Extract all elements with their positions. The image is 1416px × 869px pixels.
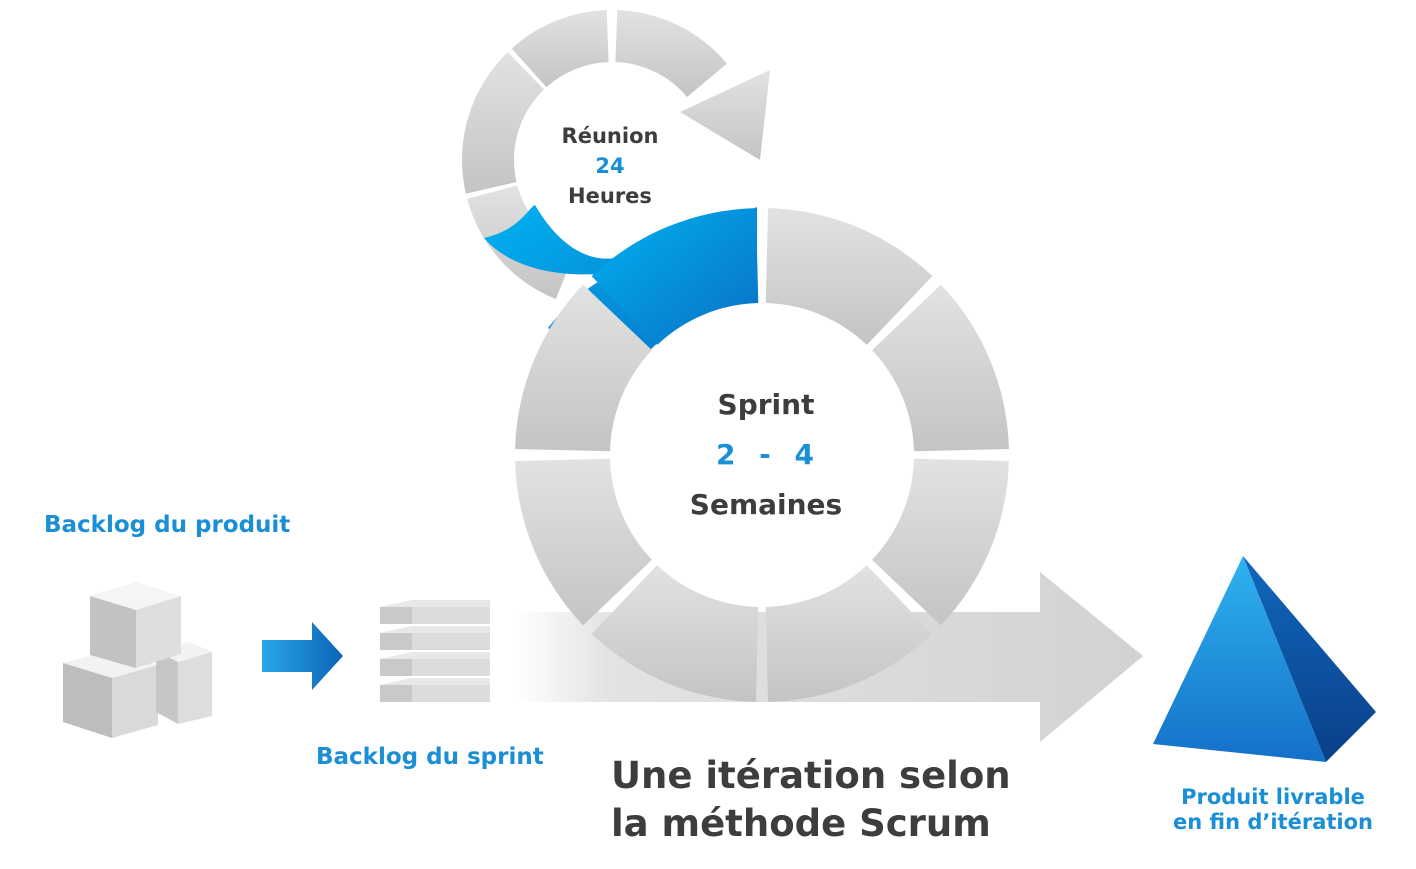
diagram-title-line2: la méthode Scrum: [611, 802, 991, 845]
sprint-backlog-label: Backlog du sprint: [316, 744, 544, 770]
deliverable-line2: en fin d’itération: [1173, 810, 1373, 834]
deliverable-label: Produit livrable en fin d’itération: [1173, 785, 1373, 835]
sprint-segment: [765, 565, 933, 702]
sprint-cycle: [484, 205, 1009, 702]
sprint-segment: [515, 458, 652, 626]
sprint-segment: [765, 208, 933, 345]
daily-segment: [615, 10, 727, 98]
sprint-segment-active: [591, 208, 759, 345]
daily-meeting-line2: Heures: [568, 184, 652, 208]
slab-stack-icon: [380, 600, 490, 702]
cube-stack-icon: [63, 582, 212, 738]
daily-meeting-line1: Réunion: [561, 124, 659, 148]
daily-segment: [511, 10, 609, 88]
daily-meeting-label: Réunion 24 Heures: [562, 121, 659, 211]
daily-segment: [462, 52, 544, 194]
deliverable-line1: Produit livrable: [1181, 785, 1365, 809]
sprint-duration: 2 - 4: [715, 438, 817, 471]
sprint-segment: [515, 284, 652, 452]
sprint-label: Sprint 2 - 4 Semaines: [690, 380, 842, 530]
pyramid-icon: [1153, 556, 1376, 762]
sprint-title: Sprint: [717, 388, 815, 421]
sprint-segment: [872, 284, 1009, 452]
daily-meeting-number: 24: [595, 154, 625, 178]
sprint-segment: [872, 458, 1009, 626]
sprint-unit: Semaines: [689, 488, 843, 521]
diagram-title: Une itération selon la méthode Scrum: [611, 752, 1011, 848]
diagram-title-line1: Une itération selon: [611, 754, 1011, 797]
sprint-segment: [591, 565, 759, 702]
right-arrow-icon: [262, 622, 343, 690]
product-backlog-label: Backlog du produit: [44, 512, 291, 538]
daily-arrowhead: [680, 70, 770, 160]
